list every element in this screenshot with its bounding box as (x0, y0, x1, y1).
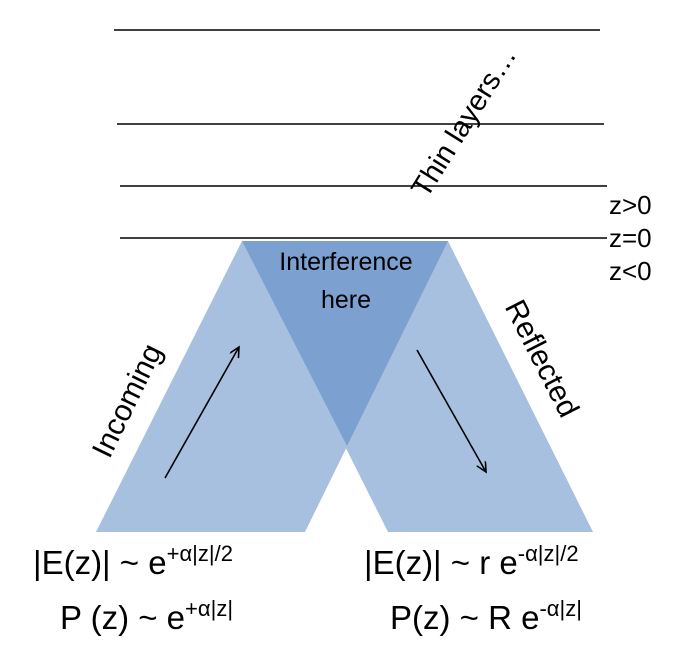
incoming-field-exponent: +α|z|/2 (166, 541, 233, 566)
reflected-field-formula: |E(z)| ~ r e-α|z|/2 (364, 541, 579, 587)
incoming-power-formula: P (z) ~ e+α|z| (60, 596, 234, 642)
reflected-power-formula: P(z) ~ R e-α|z| (390, 596, 582, 642)
z-positive-label: z>0 (609, 190, 652, 220)
interference-label-line2: here (321, 286, 371, 314)
reflected-field-base: |E(z)| ~ r e (364, 544, 518, 581)
incoming-field-formula: |E(z)| ~ e+α|z|/2 (33, 541, 233, 587)
reflected-arrow (416, 349, 486, 472)
thin-layers-label: Thin layers… (406, 41, 524, 203)
incoming-power-base: P (z) ~ e (60, 599, 186, 636)
z-negative-label: z<0 (609, 256, 652, 286)
reflected-field-exponent: -α|z|/2 (517, 541, 579, 566)
incoming-power-exponent: +α|z| (185, 596, 234, 621)
interference-region (242, 241, 448, 446)
incoming-arrow (164, 347, 239, 479)
z-zero-label: z=0 (609, 223, 652, 253)
reflected-power-base: P(z) ~ R e (390, 599, 540, 636)
interference-label-line1: Interference (279, 248, 412, 276)
reflected-power-exponent: -α|z| (539, 596, 582, 621)
incoming-field-base: |E(z)| ~ e (33, 544, 167, 581)
